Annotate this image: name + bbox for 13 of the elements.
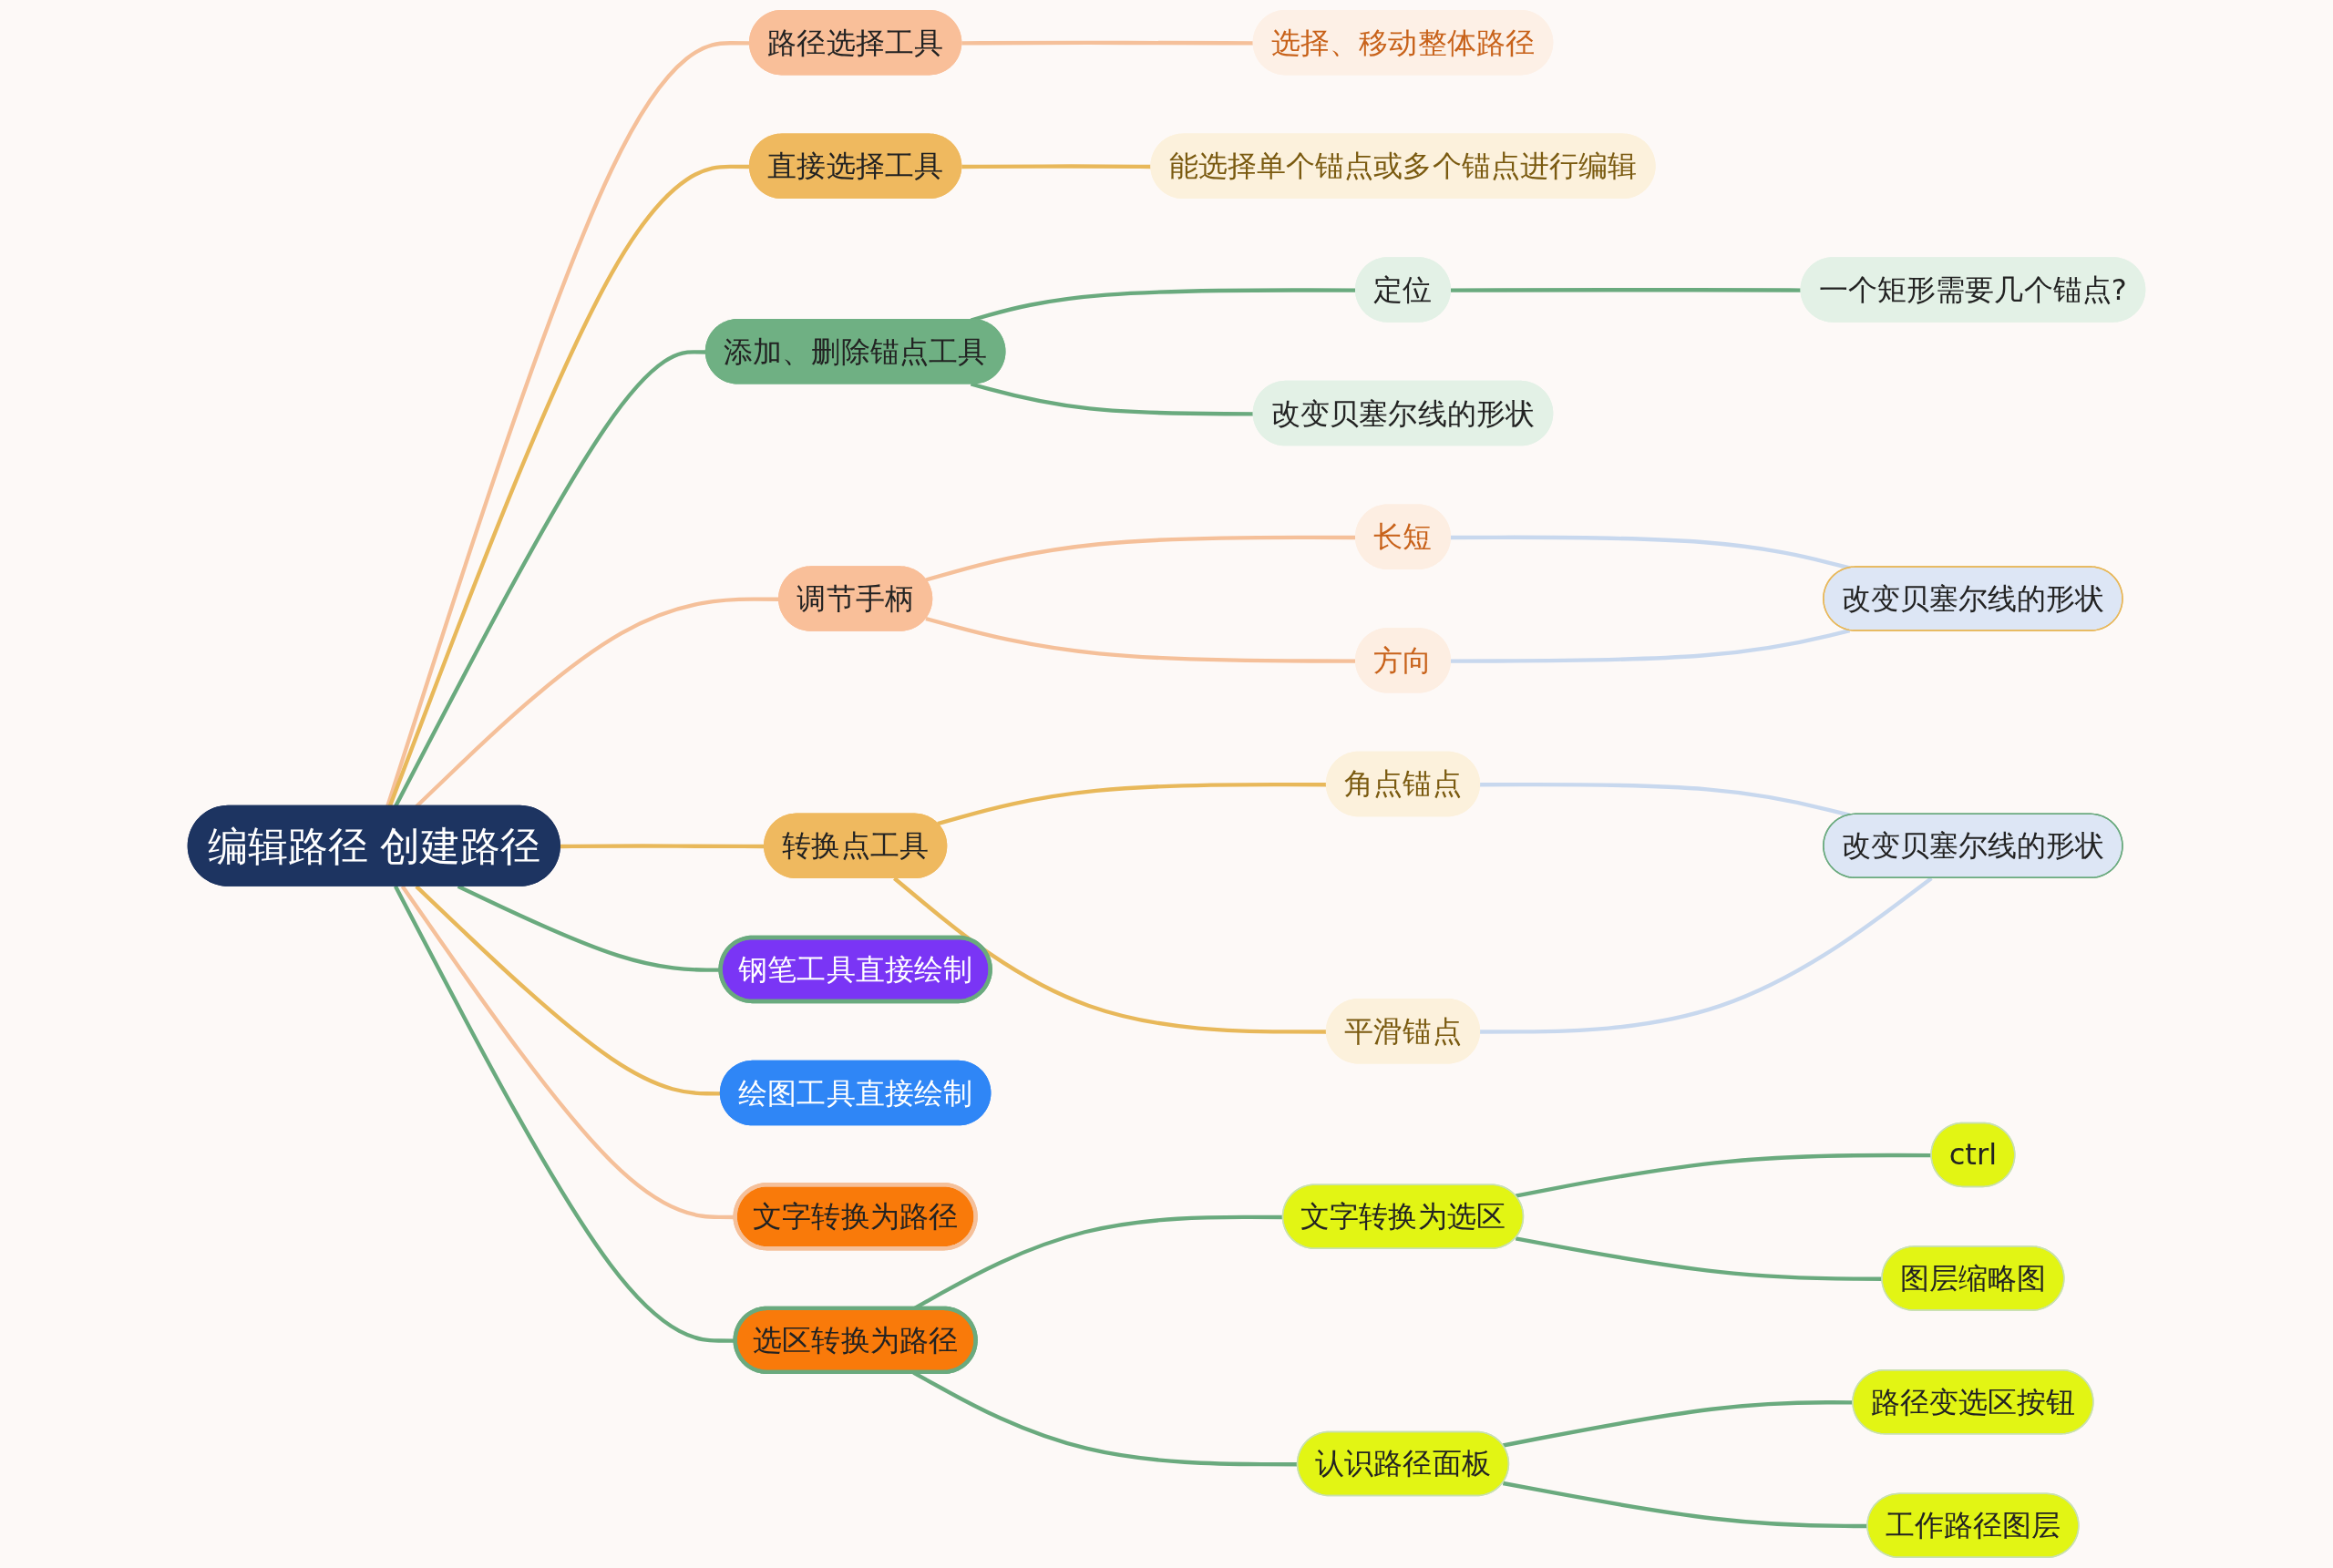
connector [1515, 1236, 1883, 1281]
connector [970, 382, 1255, 416]
connector [560, 844, 766, 849]
connector [415, 885, 722, 1096]
connector [1515, 1153, 1932, 1198]
connector [1450, 628, 1851, 663]
connector [961, 40, 1255, 46]
connector [1502, 1400, 1854, 1448]
connector [961, 164, 1152, 169]
connector [1450, 535, 1851, 570]
connector [1480, 876, 1933, 1034]
connector [1502, 1481, 1868, 1529]
connector [1480, 782, 1851, 817]
